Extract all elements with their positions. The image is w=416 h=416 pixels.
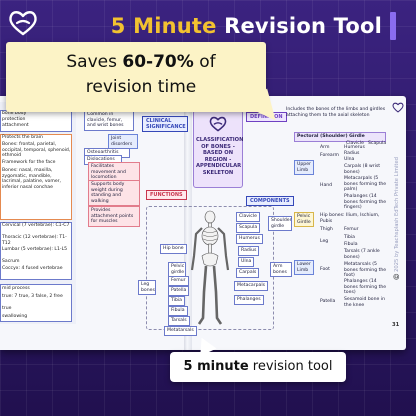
- lower-part: Thigh: [320, 227, 333, 232]
- component-fibula: Fibula: [168, 306, 188, 316]
- left-item: Protects the brain: [2, 135, 43, 140]
- callout-bottom-rest: revision tool: [248, 359, 333, 374]
- clinical-node: Joint disorders: [108, 134, 138, 149]
- component-shoulder-girdle: Shoulder girdle: [268, 216, 292, 231]
- heart-logo-icon: [9, 11, 37, 36]
- upper-bones: Ulna: [344, 157, 355, 162]
- savings-callout: Saves 60-70% of revision time: [6, 42, 287, 130]
- lower-bones: Phalanges (14 bones forming the toes): [344, 279, 387, 295]
- left-item: Cervical (7 vertebrae): C1-C7: [2, 223, 70, 228]
- heart-logo-icon: [209, 116, 227, 132]
- definition-text: Includes the bones of the limbs and gird…: [286, 107, 386, 118]
- upper-bones: Radius: [344, 151, 360, 156]
- left-item: Thoracic (12 vertebrae): T1-T12: [2, 235, 67, 246]
- component-femur: Femur: [168, 276, 189, 286]
- clinical-node: Common in clavicle, femur, and wrist bon…: [84, 110, 134, 131]
- skeleton-figure: [190, 210, 230, 325]
- callout-line1-post: of: [193, 52, 216, 72]
- component-phalanges: Phalanges: [234, 295, 264, 305]
- component-ulna: Ulna: [238, 257, 255, 267]
- left-box-4: [0, 284, 72, 322]
- lower-bones: Fibula: [344, 242, 358, 247]
- left-item: attachment: [2, 123, 29, 128]
- component-carpals: Carpals: [236, 268, 260, 278]
- tag-definition: DEFINITION: [246, 112, 287, 122]
- lower-limb-label: Lower Limb: [294, 260, 314, 275]
- lower-bones: Femur: [344, 227, 359, 232]
- left-item: Bones: frontal, parietal, occipital, tem…: [2, 142, 71, 159]
- left-item: bone body: [2, 111, 27, 116]
- savings-callout-text: Saves 60-70% of revision time: [26, 50, 256, 99]
- left-item: swallowing: [2, 314, 28, 319]
- component-pelvic-girdle: Pelvic girdle: [168, 262, 186, 277]
- upper-limb-label: Upper Limb: [294, 160, 314, 175]
- function-node: Supports body weight during standing and…: [88, 180, 140, 206]
- heart-logo-icon: [392, 102, 404, 113]
- left-box-3: [0, 222, 72, 280]
- page-number: 31: [392, 322, 400, 328]
- callout-bottom-bold: 5 minute: [183, 359, 249, 374]
- revision-tool-callout-text: 5 minute revision tool: [170, 359, 346, 374]
- upper-part: Hand: [320, 183, 333, 188]
- upper-part: Arm: [320, 145, 330, 150]
- title-accent-bar: [390, 12, 396, 40]
- component-tarsals: Tarsals: [168, 316, 190, 326]
- left-item: Framework for the face: [2, 160, 56, 165]
- tag-functions: FUNCTIONS: [146, 190, 187, 200]
- book-spine: [184, 96, 192, 350]
- left-page-strip: bone body protection attachment Protects…: [0, 102, 76, 324]
- left-item: Lumbar (5 vertebrae): L1-L5: [2, 247, 68, 252]
- component-patella: Patella: [168, 286, 190, 296]
- component-hip-bone: Hip bone: [160, 244, 187, 254]
- title-rest: Revision Tool: [216, 14, 382, 38]
- upper-bones: Phalanges (14 bones forming the fingers): [344, 194, 387, 210]
- upper-bones: Humerus: [344, 145, 365, 150]
- component-metacarpals: Metacarpals: [234, 281, 269, 291]
- function-node: Provides attachment points for muscles: [88, 206, 140, 227]
- component-leg-bones: Leg bones: [138, 280, 156, 295]
- lower-part: Foot: [320, 267, 330, 272]
- left-item: Coccyx: 4 fused vertebrae: [2, 266, 63, 271]
- lower-part: Patella: [320, 299, 336, 304]
- title-accent: 5 Minute: [110, 14, 217, 38]
- upper-bones: Metacarpals (5 bones forming the palm): [344, 176, 387, 192]
- component-humerus: Humerus: [236, 234, 263, 244]
- component-clavicle: Clavicle: [236, 212, 260, 222]
- lower-bones: Tarsals (7 ankle bones): [344, 249, 380, 260]
- component-metatarsals: Metatarsals: [164, 326, 197, 336]
- revision-tool-callout: 5 minute revision tool: [170, 333, 346, 382]
- tag-clinical-significance: CLINICAL SIGNIFICANCE: [142, 116, 188, 132]
- lower-part: Leg: [320, 239, 329, 244]
- pectoral-item: Clavicle: [346, 141, 364, 146]
- upper-part: Forearm: [320, 153, 340, 158]
- hip-bones-text: Hip bones: Ilium, Ischium, Pubis: [320, 213, 380, 224]
- callout-line1-pre: Saves: [66, 52, 123, 72]
- left-item: true: 7 true, 3 false, 2 free: [2, 294, 63, 299]
- left-item: mid process: [2, 286, 30, 291]
- lower-bones: Sesamoid bone in the knee: [344, 297, 386, 308]
- lower-bones: Tibia: [344, 235, 355, 240]
- left-box-2: [0, 134, 72, 220]
- callout-line2: revision time: [85, 76, 197, 97]
- left-item: true: [2, 306, 12, 311]
- pectoral-item: Scapula: [368, 141, 387, 146]
- page-title: 5 Minute Revision Tool: [111, 14, 382, 38]
- callout-line1-bold: 60-70%: [122, 52, 194, 72]
- component-radius: Radius: [238, 246, 260, 256]
- lower-bones: Metatarsals (5 bones forming the foot): [344, 262, 387, 278]
- pectoral-girdle-header: Pectoral (Shoulder) Girdle: [294, 132, 386, 142]
- left-item: Bones: nasal, maxilla, zygomatic, mandib…: [2, 168, 62, 191]
- left-item: Sacrum: [2, 259, 20, 264]
- left-item: protection: [2, 117, 26, 122]
- upper-bones: Carpals (8 wrist bones): [344, 164, 381, 175]
- component-tibia: Tibia: [168, 296, 185, 306]
- component-arm-bones: Arm bones: [270, 262, 292, 277]
- component-scapula: Scapula: [236, 223, 261, 233]
- copyright-text: ©️ 2025 by Teachsplash EdTech Private Li…: [394, 157, 400, 280]
- central-topic: CLASSIFICATION OF BONES - BASED ON REGIO…: [193, 110, 243, 188]
- pelvic-girdle-label: Pelvic Girdle: [294, 212, 314, 227]
- tag-components: COMPONENTS: [246, 196, 294, 206]
